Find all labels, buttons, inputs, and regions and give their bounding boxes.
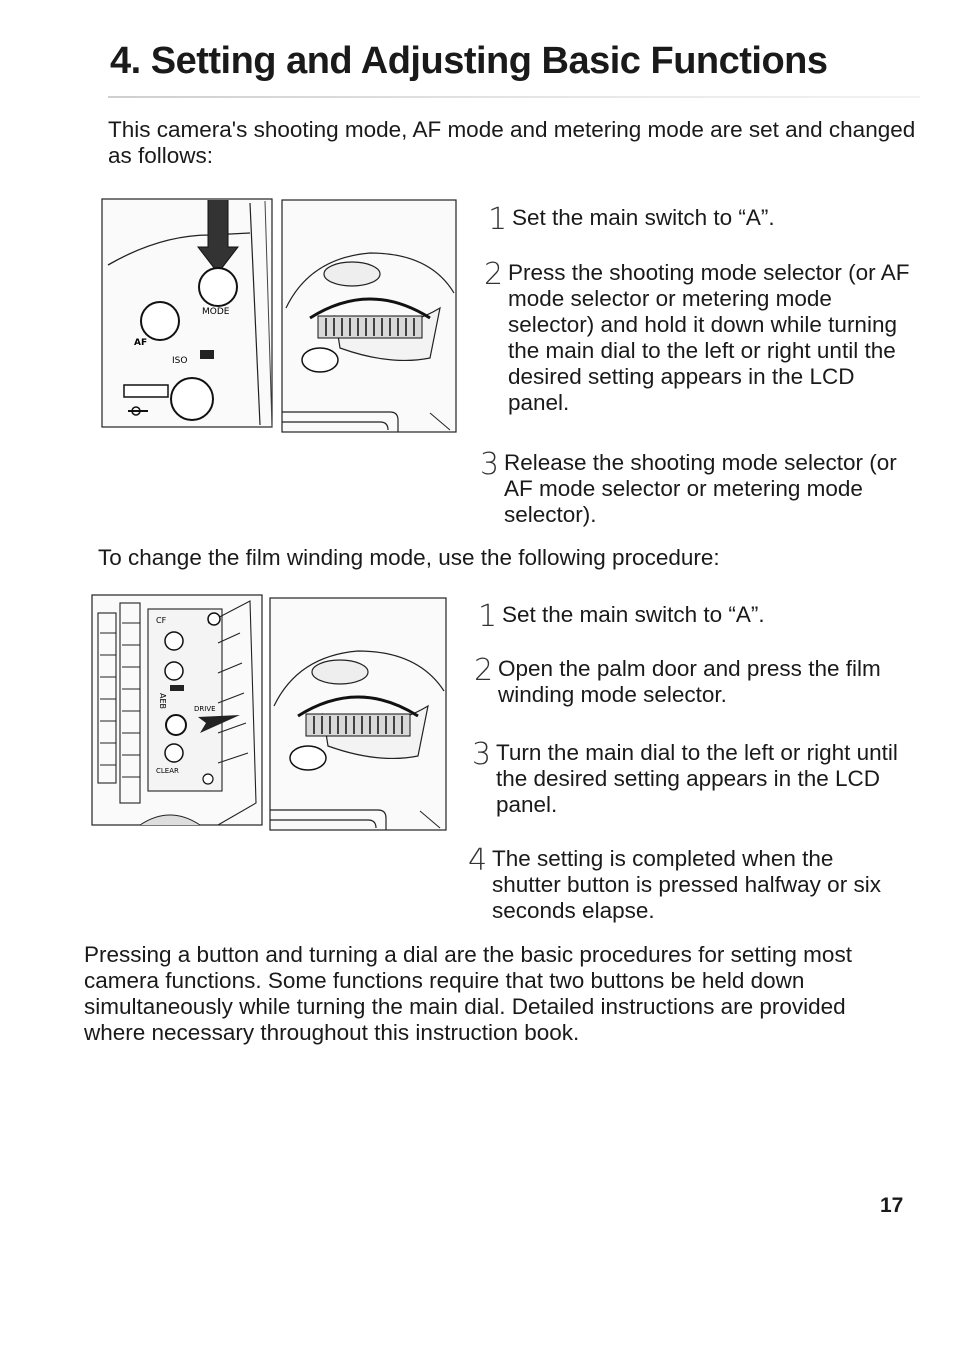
mode-label: MODE bbox=[202, 307, 230, 317]
aeb-button-icon bbox=[164, 661, 184, 681]
step-text: Press the shooting mode selector (or AF … bbox=[508, 260, 910, 415]
step-b-3: 3 Turn the main dial to the left or righ… bbox=[472, 740, 908, 818]
title-rule bbox=[108, 96, 920, 98]
step-number: 4 bbox=[468, 843, 488, 878]
iso-label: ISO bbox=[172, 356, 187, 366]
closing-paragraph: Pressing a button and turning a dial are… bbox=[84, 942, 852, 1045]
shutter-button-icon bbox=[289, 745, 327, 771]
drive-button-icon bbox=[165, 714, 187, 736]
cf-button-icon bbox=[164, 631, 184, 651]
cf-label: CF bbox=[156, 616, 167, 625]
step-number: 1 bbox=[488, 202, 508, 237]
mode-buttons-illustration: MODE AF ISO bbox=[101, 198, 273, 428]
step-number: 1 bbox=[478, 599, 498, 634]
main-dial-illustration-top bbox=[281, 199, 457, 433]
metering-button-icon bbox=[170, 377, 214, 421]
step-a-3: 3 Release the shooting mode selector (or… bbox=[480, 450, 918, 528]
step-number: 3 bbox=[472, 737, 492, 772]
film-winding-intro: To change the film winding mode, use the… bbox=[98, 545, 720, 570]
step-b-2: 2 Open the palm door and press the film … bbox=[474, 656, 908, 708]
step-text: Set the main switch to “A”. bbox=[512, 205, 775, 230]
af-label: AF bbox=[134, 338, 147, 348]
clear-label: CLEAR bbox=[156, 767, 179, 775]
af-button-icon bbox=[140, 301, 180, 341]
dial-arrow-icon bbox=[297, 695, 419, 718]
mode-button-icon bbox=[198, 267, 238, 307]
step-number: 2 bbox=[474, 653, 494, 688]
shutter-button-icon bbox=[301, 347, 339, 373]
intro-paragraph: This camera's shooting mode, AF mode and… bbox=[108, 117, 916, 168]
palm-door-illustration: CF AEB DRIVE CLEAR bbox=[91, 594, 263, 826]
page-title: 4. Setting and Adjusting Basic Functions bbox=[110, 40, 828, 82]
drive-label: DRIVE bbox=[194, 705, 216, 713]
step-text: Release the shooting mode selector (or A… bbox=[504, 450, 897, 527]
step-text: The setting is completed when the shutte… bbox=[492, 846, 881, 923]
step-number: 2 bbox=[484, 257, 504, 292]
step-b-1: 1 Set the main switch to “A”. bbox=[478, 602, 908, 632]
page-number: 17 bbox=[880, 1194, 904, 1217]
dial-arrow-icon bbox=[309, 297, 431, 320]
clear-button-icon bbox=[164, 743, 184, 763]
step-text: Open the palm door and press the film wi… bbox=[498, 656, 881, 707]
step-text: Set the main switch to “A”. bbox=[502, 602, 765, 627]
press-arrow-icon bbox=[198, 715, 240, 733]
aeb-label: AEB bbox=[158, 693, 167, 709]
step-b-4: 4 The setting is completed when the shut… bbox=[468, 846, 908, 924]
step-a-1: 1 Set the main switch to “A”. bbox=[488, 205, 918, 235]
step-number: 3 bbox=[480, 447, 500, 482]
main-dial-illustration-bottom bbox=[269, 597, 447, 831]
step-text: Turn the main dial to the left or right … bbox=[496, 740, 898, 817]
step-a-2: 2 Press the shooting mode selector (or A… bbox=[484, 260, 918, 416]
